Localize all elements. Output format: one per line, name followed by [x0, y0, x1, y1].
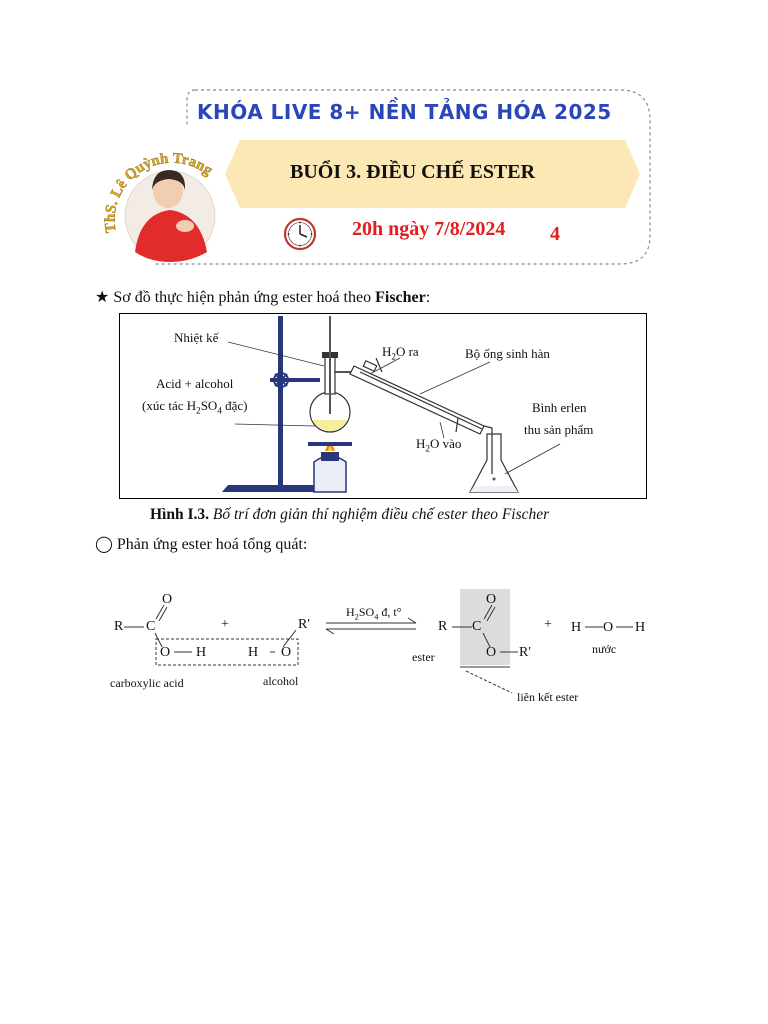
plus-2: + [544, 617, 552, 633]
ester-O: O [486, 645, 496, 661]
teacher-avatar [125, 170, 215, 262]
page-number: 4 [550, 223, 560, 246]
acid-H: H [196, 645, 206, 661]
section-heading-fischer: ★ Sơ đồ thực hiện phản ứng ester hoá the… [95, 287, 430, 307]
acid-R: R [114, 619, 123, 635]
figure-caption: Hình I.3. Bố trí đơn giản thí nghiệm điề… [150, 506, 549, 524]
label-ester-bond: liên kết ester [517, 690, 578, 705]
ester-Rp: R' [519, 645, 531, 661]
reaction-condition: H2SO4 đ, t° [346, 605, 402, 621]
caption-italic: Bố trí đơn giản thí nghiệm điều chế este… [209, 506, 549, 523]
alcohol-burner [308, 442, 352, 492]
acid-O: O [160, 645, 170, 661]
section2-text: Phản ứng ester hoá tổng quát: [117, 536, 307, 553]
clock-icon [285, 219, 315, 249]
ester-O-double: O [486, 592, 496, 608]
label-erlen-2: thu sản phẩm [524, 422, 593, 438]
lesson-title: BUỔI 3. ĐIỀU CHẾ ESTER [290, 161, 535, 184]
alcohol-O: O [281, 645, 291, 661]
section-tail: : [426, 289, 430, 306]
label-catalyst: (xúc tác H2SO4 đặc) [142, 398, 247, 416]
caption-bold: Hình I.3. [150, 506, 209, 523]
star-bullet-icon: ★ [95, 289, 109, 306]
erlenmeyer-flask [470, 432, 518, 492]
circle-bullet-icon: ◯ [95, 536, 113, 553]
label-alcohol: alcohol [263, 674, 298, 689]
plus-1: + [221, 617, 229, 633]
acid-C: C [146, 619, 155, 635]
round-bottom-flask [310, 316, 354, 432]
label-ester: ester [412, 650, 435, 665]
label-water-in: H2O vào [416, 436, 461, 454]
apparatus-figure: Nhiệt kế Acid + alcohol (xúc tác H2SO4 đ… [119, 313, 647, 499]
label-mixture: Acid + alcohol [156, 376, 233, 392]
section-heading-reaction: ◯ Phản ứng ester hoá tổng quát: [95, 534, 307, 554]
label-water-out: H2O ra [382, 344, 419, 362]
label-carboxylic-acid: carboxylic acid [110, 676, 184, 691]
section-text: Sơ đồ thực hiện phản ứng ester hoá theo [113, 289, 375, 306]
label-thermometer: Nhiệt kế [174, 330, 218, 346]
ester-C: C [472, 619, 481, 635]
label-erlen-1: Bình erlen [532, 400, 587, 416]
course-title: KHÓA LIVE 8+ NỀN TẢNG HÓA 2025 [197, 100, 612, 124]
ester-R: R [438, 619, 447, 635]
water-H1: H [571, 620, 581, 636]
water-H2: H [635, 620, 645, 636]
label-water: nước [592, 642, 616, 657]
section-bold: Fischer [375, 289, 426, 306]
lesson-date: 20h ngày 7/8/2024 [352, 218, 505, 241]
label-condenser: Bộ ống sinh hàn [465, 346, 550, 362]
alcohol-Rp: R' [298, 617, 310, 633]
acid-O-double: O [162, 592, 172, 608]
alcohol-H: H [248, 645, 258, 661]
water-O: O [603, 620, 613, 636]
